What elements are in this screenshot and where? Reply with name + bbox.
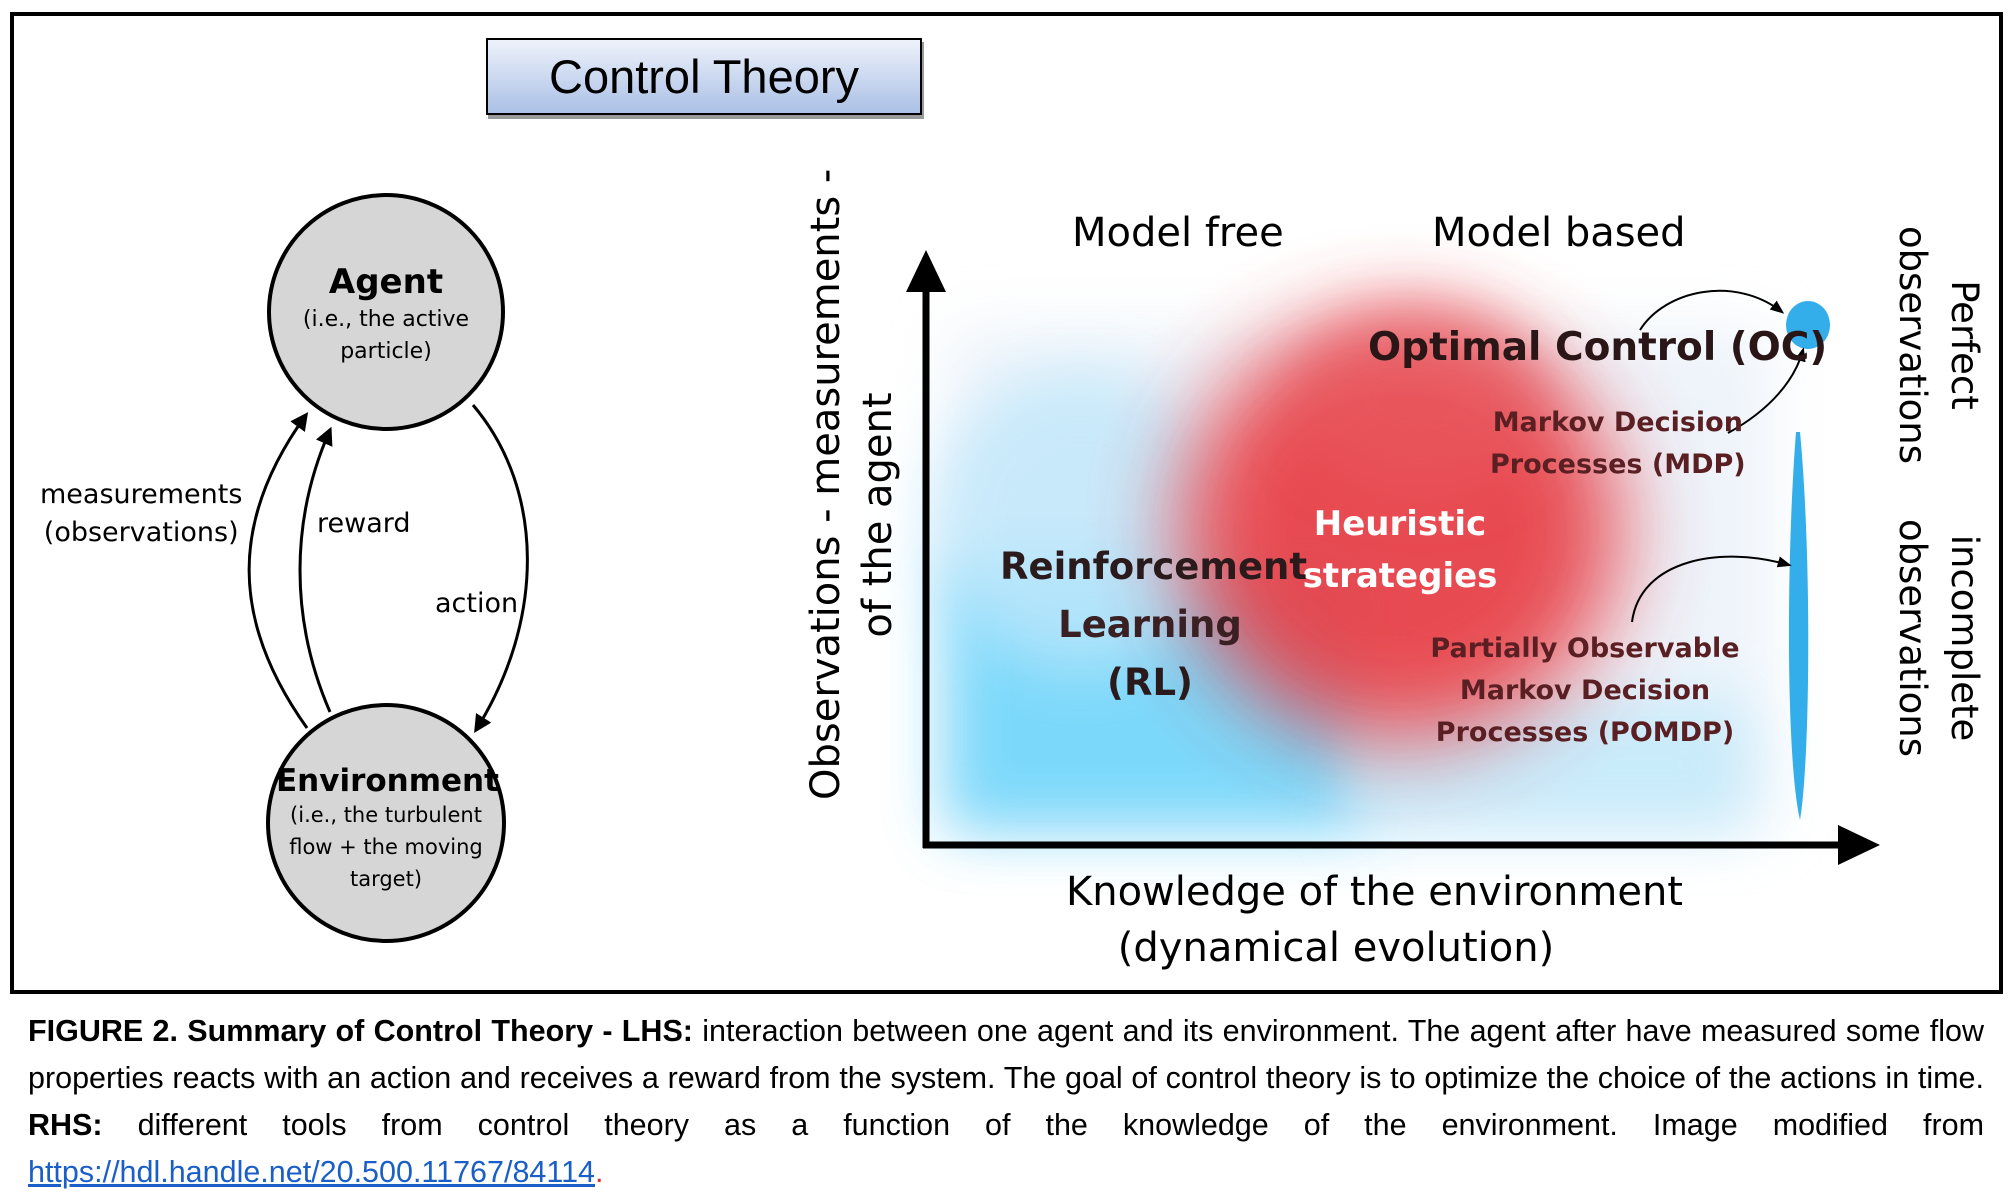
measurements-label-line1: measurements [40,479,243,510]
agent-subtitle-1: (i.e., the active [302,307,470,332]
rl-label-line3: (RL) [1107,661,1193,704]
pomdp-label: Partially Observable Markov Decision Pro… [1425,628,1745,754]
perfect-observations-marker [1786,301,1830,349]
mdp-to-perfect-arrow [1727,347,1806,434]
incomplete-observations-marker [1788,432,1809,820]
caption-text-1: interaction between one agent and its en… [28,1014,1984,1095]
model-free-label: Model free [1072,210,1284,256]
measurements-label-line2: (observations) [43,517,239,548]
red-top-region [1300,310,1540,490]
x-axis-label-line2: (dynamical evolution) [1117,925,1555,971]
reward-label: reward [317,508,411,539]
incomplete-label-line2: observations [1891,518,1934,758]
figure-title: Control Theory [549,50,859,103]
x-axis-label-line1: Knowledge of the environment [1066,869,1683,915]
measurements-label: measurements (observations) [40,476,242,552]
optimal-control-label: Optimal Control (OC) [1368,325,1828,370]
environment-subtitle-1: (i.e., the turbulent [290,803,482,827]
incomplete-observations-label: incomplete observations [1880,478,1990,798]
heuristic-label-line1: Heuristic [1313,504,1487,544]
model-based-label: Model based [1432,210,1686,256]
rl-light-region [930,370,1230,670]
environment-title: Environment [276,763,499,799]
title-box: Control Theory [486,38,922,115]
environment-subtitle-3: target) [349,867,423,891]
y-axis-label: Observations - measurements - of the age… [800,168,910,800]
pomdp-label-line2: Markov Decision [1459,675,1711,706]
environment-label: Environment (i.e., the turbulent flow + … [276,763,499,895]
y-axis-arrowhead [906,250,946,292]
agent-node [267,193,505,431]
source-link[interactable]: https://hdl.handle.net/20.500.11767/8411… [28,1155,595,1189]
mdp-label-line1: Markov Decision [1492,407,1743,438]
rl-label-line1: Reinforcement [1000,545,1308,588]
agent-label: Agent (i.e., the active particle) [286,262,486,368]
pomdp-to-incomplete-arrow [1631,555,1792,623]
perfect-label-line1: Perfect [1943,280,1986,410]
y-axis-label-line1: Observations - measurements - [803,168,849,800]
mdp-label-line2: Processes (MDP) [1490,449,1746,480]
action-label: action [435,588,519,619]
background-gradient [930,310,1770,830]
pomdp-label-line3: Processes (POMDP) [1435,717,1735,748]
x-axis-label: Knowledge of the environment (dynamical … [1066,864,1683,976]
incomplete-label-line1: incomplete [1943,534,1986,742]
environment-subtitle-2: flow + the moving [289,835,483,859]
caption-rhs: RHS: [28,1108,103,1142]
caption-end: . [595,1155,604,1189]
figure-caption: FIGURE 2. Summary of Control Theory - LH… [28,1008,1984,1196]
pomdp-label-line1: Partially Observable [1430,633,1740,664]
agent-title: Agent [328,262,444,302]
caption-lead: FIGURE 2. Summary of Control Theory - LH… [28,1014,693,1048]
y-axis-label-line2: of the agent [855,392,901,638]
action-arrow [471,404,529,734]
caption-text-2: different tools from control theory as a… [102,1108,1984,1142]
rl-label: Reinforcement Learning (RL) [1000,538,1308,712]
oc-to-perfect-arrow [1639,289,1785,331]
perfect-label-line2: observations [1891,225,1934,465]
reward-arrow [298,426,333,713]
heuristic-label: Heuristic strategies [1300,498,1500,602]
environment-node [266,703,506,943]
perfect-observations-label: Perfect observations [1880,210,1990,480]
heuristic-label-line2: strategies [1302,556,1498,596]
mdp-label: Markov Decision Processes (MDP) [1490,402,1746,486]
rl-label-line2: Learning [1058,603,1242,646]
x-axis-arrowhead [1838,825,1880,865]
measurements-arrow [247,412,309,729]
agent-subtitle-2: particle) [340,339,432,364]
